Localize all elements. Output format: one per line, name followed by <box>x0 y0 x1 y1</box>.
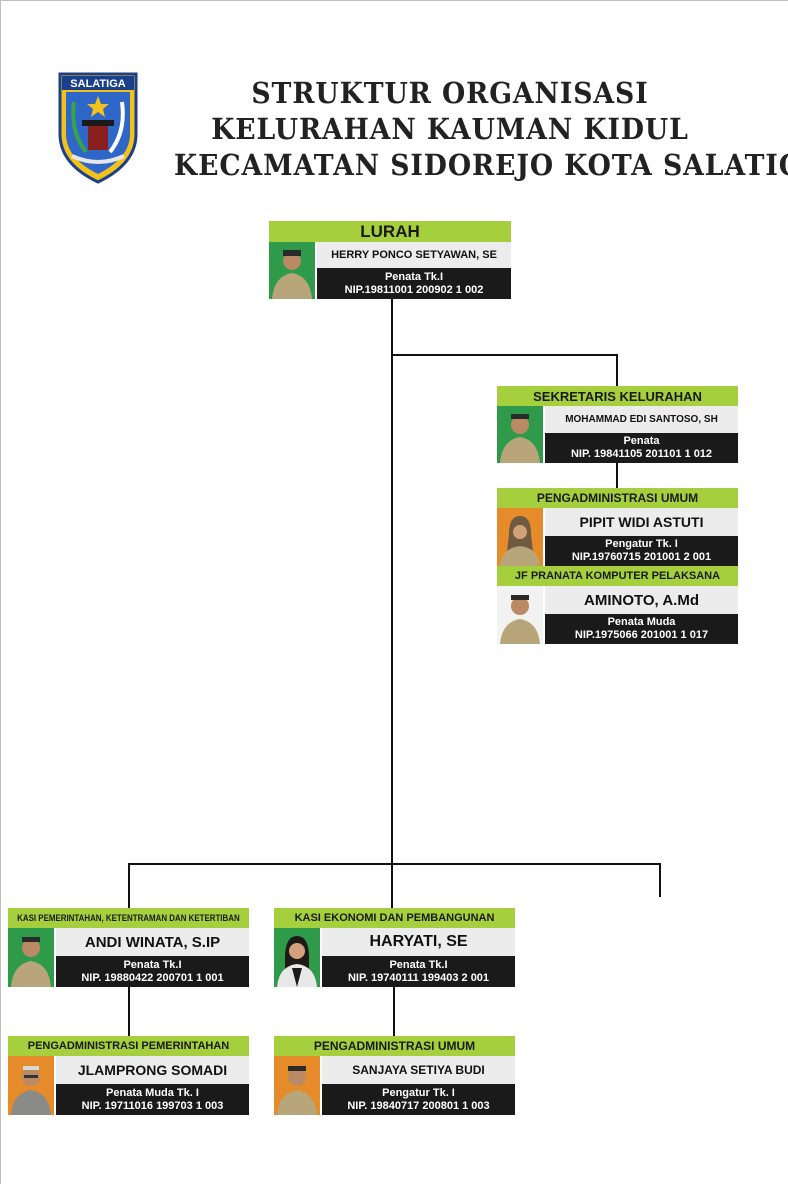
card-title: PENGADMINISTRASI UMUM <box>497 488 738 508</box>
card-title-text: KASI PEMERINTAHAN, KETENTRAMAN DAN KETER… <box>17 913 240 923</box>
photo-sekretaris <box>497 406 543 463</box>
rank-nip: Penata Tk.I NIP. 19880422 200701 1 001 <box>56 956 249 987</box>
rank-nip: Penata Muda Tk. I NIP. 19711016 199703 1… <box>56 1084 249 1115</box>
card-title: KASI EKONOMI DAN PEMBANGUNAN <box>274 908 515 928</box>
rank-nip: Penata NIP. 19841105 201101 1 012 <box>545 433 738 463</box>
card-title: KASI PEMERINTAHAN, KETENTRAMAN DAN KETER… <box>8 908 249 928</box>
connector-mid-to-umum <box>393 986 395 1037</box>
connector-bottom-horizontal <box>128 863 661 865</box>
person-name: JLAMPRONG SOMADI <box>56 1056 249 1084</box>
card-lurah: LURAH HERRY PONCO SETYAWAN, SE Penata Tk… <box>269 221 511 299</box>
rank: Pengatur Tk. I <box>605 538 678 551</box>
title-line-2: KELURAHAN KAUMAN KIDUL <box>211 112 689 146</box>
salatiga-logo: SALATIGA <box>56 72 140 184</box>
rank: Penata <box>623 435 660 448</box>
person-name: PIPIT WIDI ASTUTI <box>545 508 738 536</box>
person-name: SANJAYA SETIYA BUDI <box>322 1056 515 1084</box>
rank: Penata Tk.I <box>389 958 448 971</box>
nip: NIP.1975066 201001 1 017 <box>574 629 709 641</box>
person-name: AMINOTO, A.Md <box>545 586 738 614</box>
connector-sek-horizontal <box>391 354 618 356</box>
photo-sanjaya <box>274 1056 320 1115</box>
card-pengadministrasi-pemerintahan: PENGADMINISTRASI PEMERINTAHAN JLAMPRONG … <box>8 1036 249 1115</box>
person-name: MOHAMMAD EDI SANTOSO, SH <box>545 406 738 433</box>
rank: Penata Muda Tk. I <box>106 1086 199 1099</box>
nip: NIP. 19740111 199403 2 001 <box>347 971 490 984</box>
card-kasi-pemerintahan: KASI PEMERINTAHAN, KETENTRAMAN DAN KETER… <box>8 908 249 987</box>
person-name: HARYATI, SE <box>322 928 515 956</box>
rank-nip: Pengatur Tk. I NIP. 19840717 200801 1 00… <box>322 1084 515 1115</box>
rank: Penata Tk.I <box>123 958 182 971</box>
connector-sek-to-umum <box>616 462 618 490</box>
title-line-1: STRUKTUR ORGANISASI <box>251 76 649 110</box>
connector-right-vertical <box>659 863 661 897</box>
card-sekretaris-kelurahan: SEKRETARIS KELURAHAN MOHAMMAD EDI SANTOS… <box>497 386 738 463</box>
nip: NIP. 19880422 200701 1 001 <box>81 971 224 984</box>
rank-nip: Penata Tk.I NIP. 19740111 199403 2 001 <box>322 956 515 987</box>
connector-main-vertical <box>391 298 393 910</box>
title-line-3: KECAMATAN SIDOREJO KOTA SALATIGA <box>174 148 788 182</box>
connector-sek-vertical <box>616 354 618 386</box>
rank: Pengatur Tk. I <box>382 1086 455 1099</box>
photo-haryati <box>274 928 320 987</box>
connector-left-to-pemerintahan <box>128 986 130 1037</box>
nip: NIP. 19840717 200801 1 003 <box>347 1099 490 1112</box>
card-title: PENGADMINISTRASI PEMERINTAHAN <box>8 1036 249 1056</box>
person-name: HERRY PONCO SETYAWAN, SE <box>317 242 511 268</box>
person-name: ANDI WINATA, S.IP <box>56 928 249 956</box>
card-title: SEKRETARIS KELURAHAN <box>497 386 738 406</box>
card-title: LURAH <box>269 221 511 242</box>
photo-jlamprong <box>8 1056 54 1115</box>
photo-aminoto <box>497 586 543 644</box>
photo-pipit <box>497 508 543 566</box>
card-kasi-ekonomi: KASI EKONOMI DAN PEMBANGUNAN HARYATI, SE… <box>274 908 515 987</box>
nip: NIP. 19841105 201101 1 012 <box>570 448 713 460</box>
card-jf-pranata-komputer: JF PRANATA KOMPUTER PELAKSANA AMINOTO, A… <box>497 566 738 644</box>
card-title: PENGADMINISTRASI UMUM <box>274 1036 515 1056</box>
rank-nip: Penata Muda NIP.1975066 201001 1 017 <box>545 614 738 644</box>
card-title: JF PRANATA KOMPUTER PELAKSANA <box>497 566 738 586</box>
photo-andi <box>8 928 54 987</box>
card-pengadministrasi-umum-sekretariat: PENGADMINISTRASI UMUM PIPIT WIDI ASTUTI … <box>497 488 738 566</box>
connector-left-vertical <box>128 863 130 909</box>
photo-lurah <box>269 242 315 299</box>
nip: NIP. 19711016 199703 1 003 <box>81 1099 224 1112</box>
rank-nip: Penata Tk.I NIP.19811001 200902 1 002 <box>317 268 511 299</box>
nip: NIP.19760715 201001 2 001 <box>571 551 712 563</box>
nip: NIP.19811001 200902 1 002 <box>344 283 484 296</box>
card-pengadministrasi-umum-ekonomi: PENGADMINISTRASI UMUM SANJAYA SETIYA BUD… <box>274 1036 515 1115</box>
rank-nip: Pengatur Tk. I NIP.19760715 201001 2 001 <box>545 536 738 566</box>
logo-text: SALATIGA <box>70 78 125 90</box>
rank: Penata Muda <box>607 616 676 629</box>
rank: Penata Tk.I <box>384 270 444 283</box>
